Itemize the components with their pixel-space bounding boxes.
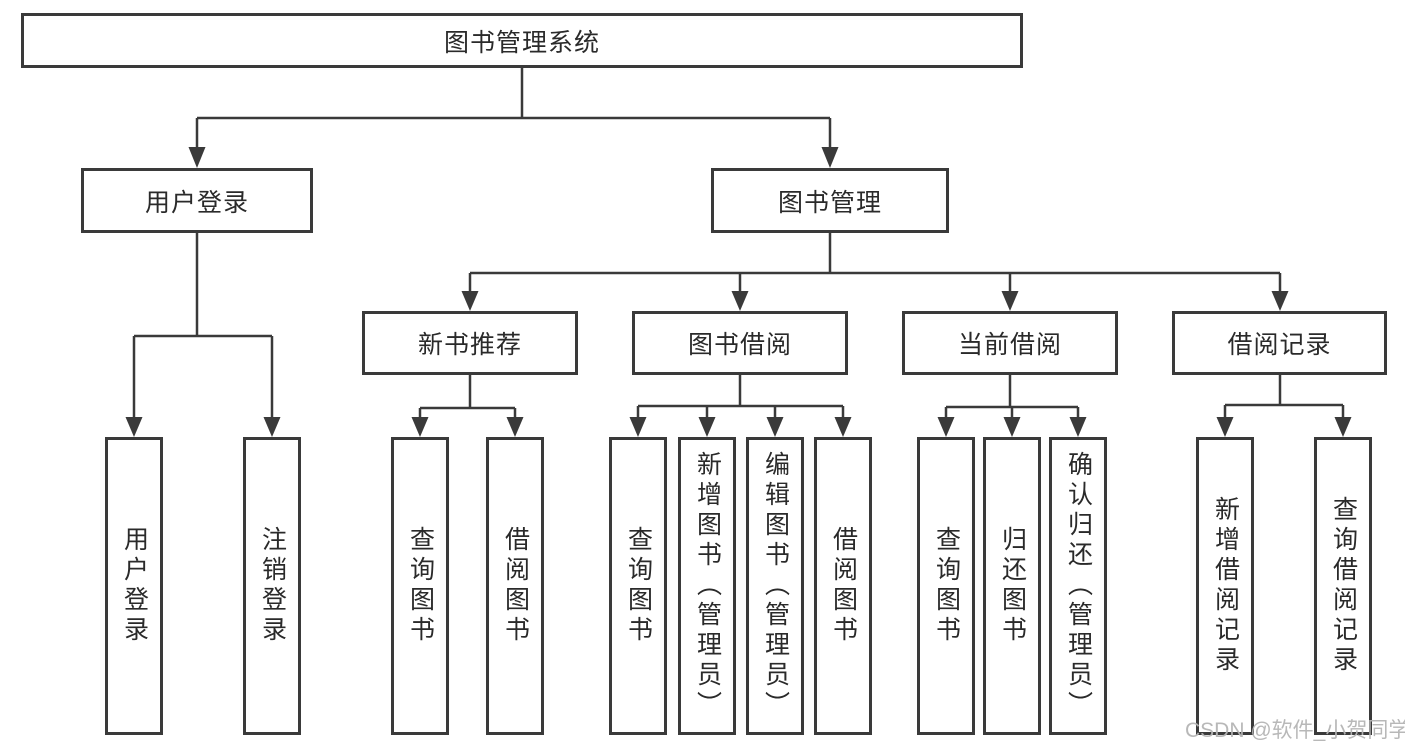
node-label: 借阅图书 [501, 526, 530, 646]
node-label: 图书借阅 [687, 331, 792, 359]
node-label: 注销登录 [258, 526, 287, 646]
node-book-borrowing: 图书借阅 [632, 311, 848, 375]
node-user-login: 用户登录 [81, 168, 313, 233]
node-label: 借阅图书 [829, 526, 858, 646]
arrowhead [461, 291, 479, 311]
node-label: 当前借阅 [957, 331, 1062, 359]
leaf-bb-add-books-admin: 新增图书（管理员） [678, 437, 736, 735]
node-label: 编辑图书（管理员） [761, 451, 790, 721]
arrowhead [937, 417, 955, 437]
arrowhead [821, 147, 839, 168]
arrowhead [1334, 417, 1352, 437]
connector-book-mgmt-to-level3 [461, 233, 1289, 311]
node-label: 查询借阅记录 [1329, 496, 1358, 676]
leaf-nbr-query-books: 查询图书 [391, 437, 449, 735]
node-label: 确认归还（管理员） [1064, 451, 1093, 721]
arrowhead [698, 417, 716, 437]
connector-borrow-records-to-children [1216, 375, 1352, 437]
arrowhead [629, 417, 647, 437]
arrowhead [731, 291, 749, 311]
node-label: 图书管理系统 [443, 28, 600, 57]
leaf-bb-edit-books-admin: 编辑图书（管理员） [746, 437, 804, 735]
node-new-book-recommend: 新书推荐 [362, 311, 578, 375]
arrowhead [188, 147, 206, 168]
leaf-cb-return-books: 归还图书 [983, 437, 1041, 735]
node-label: 新书推荐 [417, 331, 522, 359]
arrowhead [1003, 417, 1021, 437]
leaf-nbr-borrow-books: 借阅图书 [486, 437, 544, 735]
arrowhead [1216, 417, 1234, 437]
node-label: 新增借阅记录 [1211, 496, 1240, 676]
leaf-cb-confirm-return-admin: 确认归还（管理员） [1049, 437, 1107, 735]
leaf-logout: 注销登录 [243, 437, 301, 735]
node-borrowing-records: 借阅记录 [1172, 311, 1387, 375]
leaf-br-query-record: 查询借阅记录 [1314, 437, 1372, 735]
node-label: 查询图书 [624, 526, 653, 646]
node-label: 查询图书 [932, 526, 961, 646]
connector-current-borrow-to-children [937, 375, 1087, 437]
arrowhead [1001, 291, 1019, 311]
node-current-borrowing: 当前借阅 [902, 311, 1118, 375]
connector-book-borrow-to-children [629, 375, 852, 437]
leaf-br-add-record: 新增借阅记录 [1196, 437, 1254, 735]
leaf-cb-query-books: 查询图书 [917, 437, 975, 735]
arrowhead [506, 417, 524, 437]
node-library-management-system: 图书管理系统 [21, 13, 1023, 68]
connector-new-book-rec-to-children [411, 375, 524, 437]
arrowhead [411, 417, 429, 437]
leaf-bb-borrow-books: 借阅图书 [814, 437, 872, 735]
arrowhead [1069, 417, 1087, 437]
node-label: 查询图书 [406, 526, 435, 646]
leaf-user-login: 用户登录 [105, 437, 163, 735]
connector-user-login-to-children [125, 233, 281, 437]
node-label: 借阅记录 [1227, 331, 1332, 359]
connector-root-to-level2 [188, 68, 839, 168]
arrowhead [766, 417, 784, 437]
csdn-watermark: CSDN @软件_小贺同学 [1185, 719, 1405, 742]
arrowhead [834, 417, 852, 437]
node-label: 归还图书 [998, 526, 1027, 646]
arrowhead [125, 417, 143, 437]
node-label: 用户登录 [144, 188, 249, 217]
node-book-management: 图书管理 [711, 168, 949, 233]
node-label: 新增图书（管理员） [693, 451, 722, 721]
arrowhead [1271, 291, 1289, 311]
leaf-bb-query-books: 查询图书 [609, 437, 667, 735]
arrowhead [263, 417, 281, 437]
node-label: 用户登录 [120, 526, 149, 646]
node-label: 图书管理 [777, 188, 882, 217]
